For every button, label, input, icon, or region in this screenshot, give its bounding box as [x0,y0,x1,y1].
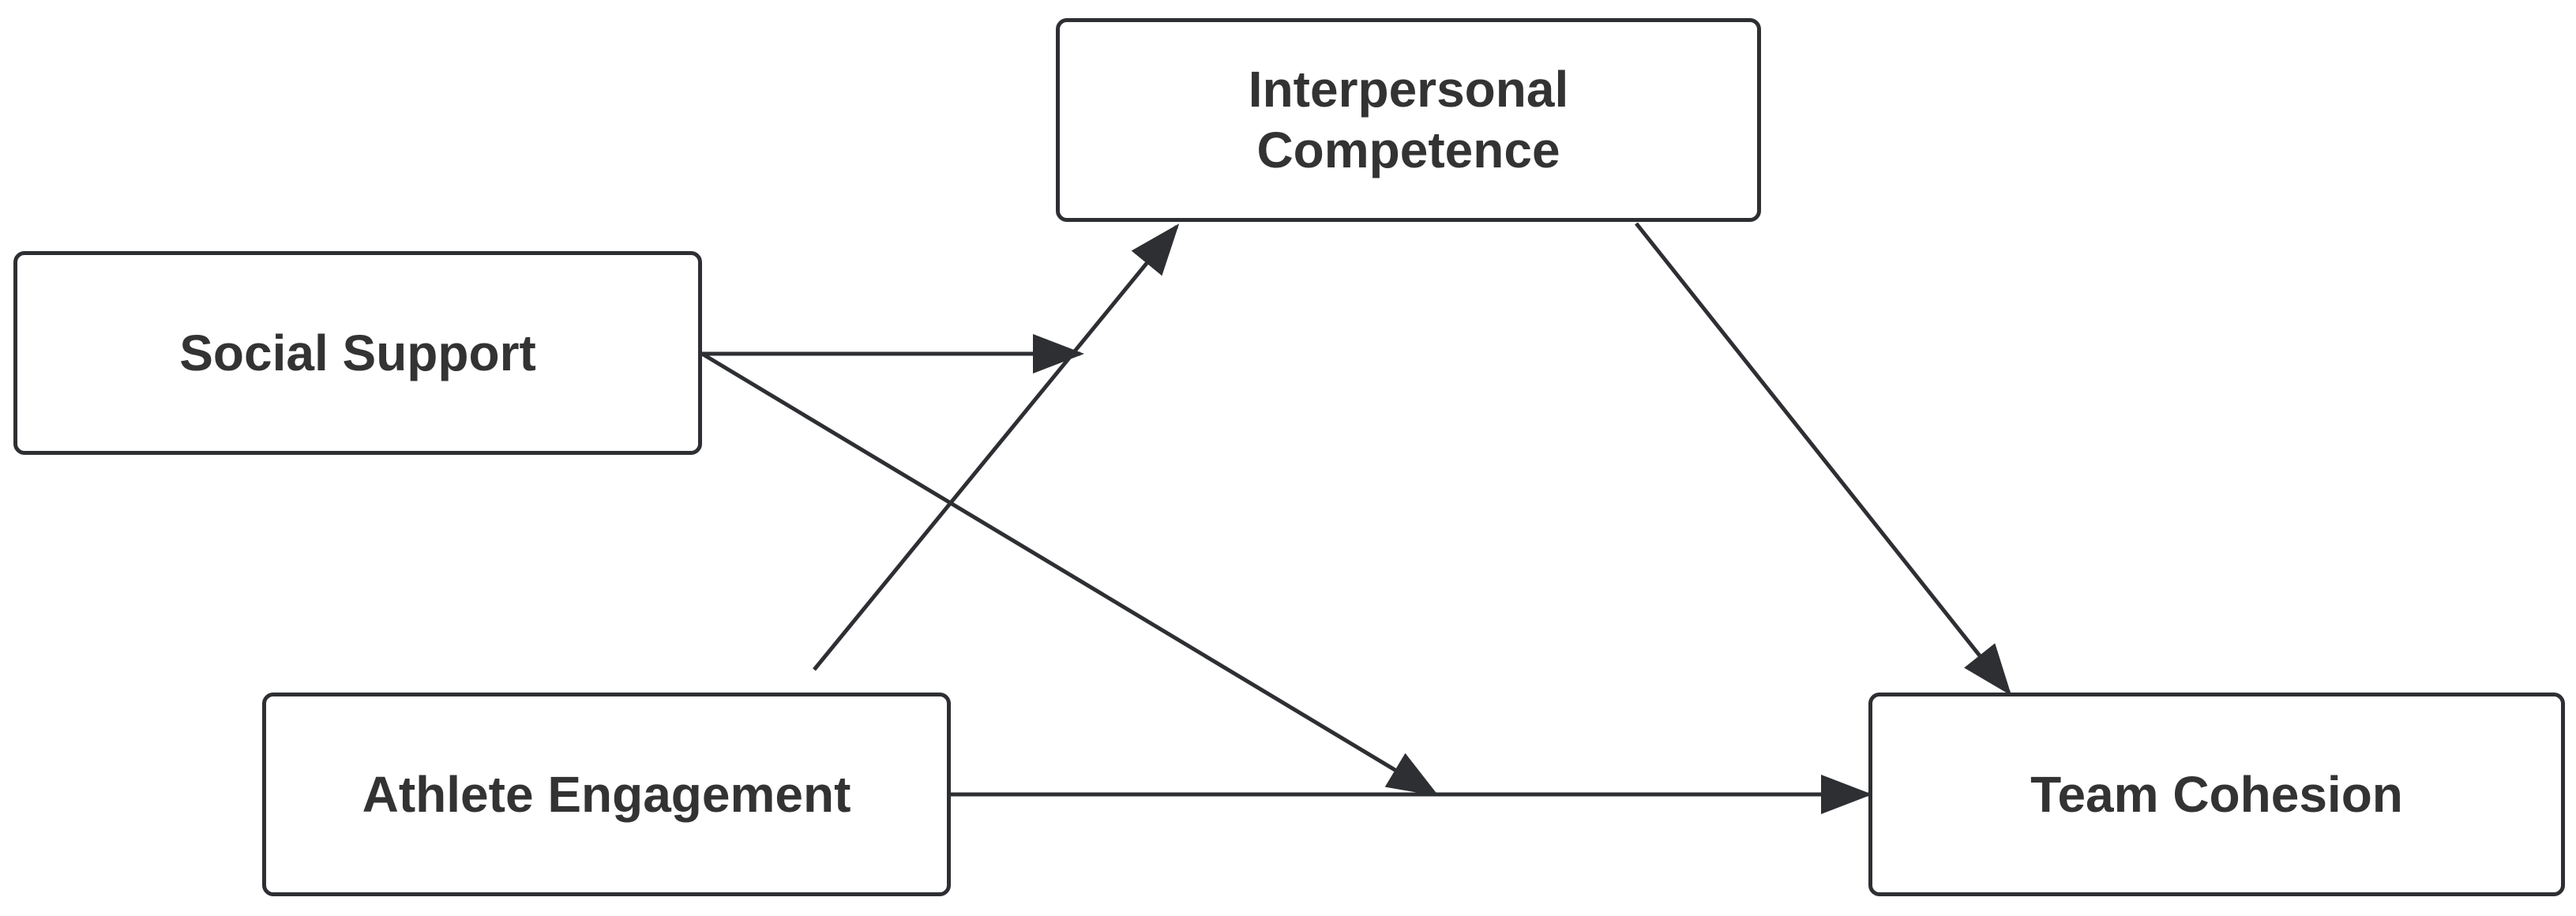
node-label-line: Competence [1256,122,1560,178]
node-social-support: Social Support [13,251,702,455]
node-athlete-engagement-label: Athlete Engagement [362,765,851,823]
node-social-support-label: Social Support [179,324,536,381]
arrow-interpersonal-to-team [1635,222,2012,696]
arrow-social-to-engagement-path [700,351,1440,797]
node-interpersonal-competence: Interpersonal Competence [1056,18,1761,222]
node-team-cohesion-label: Team Cohesion [2030,765,2403,823]
arrow-athlete-to-interpersonal [813,223,1180,671]
node-label-line: Interpersonal [1248,61,1569,118]
node-team-cohesion: Team Cohesion [1868,693,2565,896]
node-interpersonal-competence-label: Interpersonal Competence [1249,59,1568,181]
node-athlete-engagement: Athlete Engagement [262,693,951,896]
